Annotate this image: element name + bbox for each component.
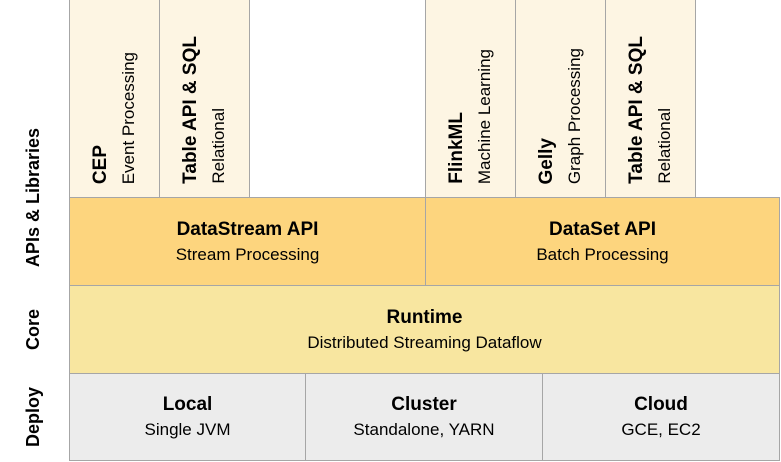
runtime-subtitle: Distributed Streaming Dataflow bbox=[307, 332, 542, 352]
api-title: DataStream API bbox=[176, 218, 319, 240]
deploy-title: Local bbox=[162, 394, 213, 415]
library-flinkml: FlinkML Machine Learning bbox=[425, 0, 516, 198]
library-title: Gelly bbox=[535, 137, 557, 184]
library-title: Table API & SQL bbox=[179, 36, 201, 184]
deploy-subtitle: Standalone, YARN bbox=[353, 420, 495, 439]
deploy-title: Cloud bbox=[634, 394, 688, 415]
api-subtitle: Batch Processing bbox=[536, 244, 669, 264]
deploy-subtitle: Single JVM bbox=[144, 420, 231, 439]
library-title: FlinkML bbox=[445, 112, 467, 184]
library-subtitle: Relational bbox=[654, 108, 674, 184]
datastream-api-box: DataStream API Stream Processing bbox=[69, 197, 426, 286]
deploy-subtitle: GCE, EC2 bbox=[621, 420, 701, 439]
library-subtitle: Graph Processing bbox=[564, 47, 584, 184]
row-label-text: Core bbox=[22, 308, 43, 350]
row-label-text: APIs & Libraries bbox=[22, 128, 43, 268]
row-label-apis: APIs & Libraries bbox=[18, 100, 48, 296]
api-title: DataSet API bbox=[549, 218, 656, 240]
library-subtitle: Event Processing bbox=[118, 51, 138, 184]
library-table-api-batch: Table API & SQL Relational bbox=[605, 0, 696, 198]
row-label-core: Core bbox=[18, 285, 48, 374]
library-title: CEP bbox=[89, 144, 111, 184]
row-label-deploy: Deploy bbox=[18, 373, 48, 462]
api-subtitle: Stream Processing bbox=[175, 244, 320, 264]
library-subtitle: Relational bbox=[208, 108, 228, 184]
library-table-api-stream: Table API & SQL Relational bbox=[159, 0, 250, 198]
row-label-text: Deploy bbox=[22, 387, 43, 448]
library-cep: CEP Event Processing bbox=[69, 0, 160, 198]
library-subtitle: Machine Learning bbox=[474, 48, 494, 184]
library-gelly: Gelly Graph Processing bbox=[515, 0, 606, 198]
deploy-title: Cluster bbox=[391, 394, 457, 415]
runtime-title: Runtime bbox=[386, 306, 463, 328]
dataset-api-box: DataSet API Batch Processing bbox=[425, 197, 780, 286]
library-title: Table API & SQL bbox=[625, 36, 647, 184]
